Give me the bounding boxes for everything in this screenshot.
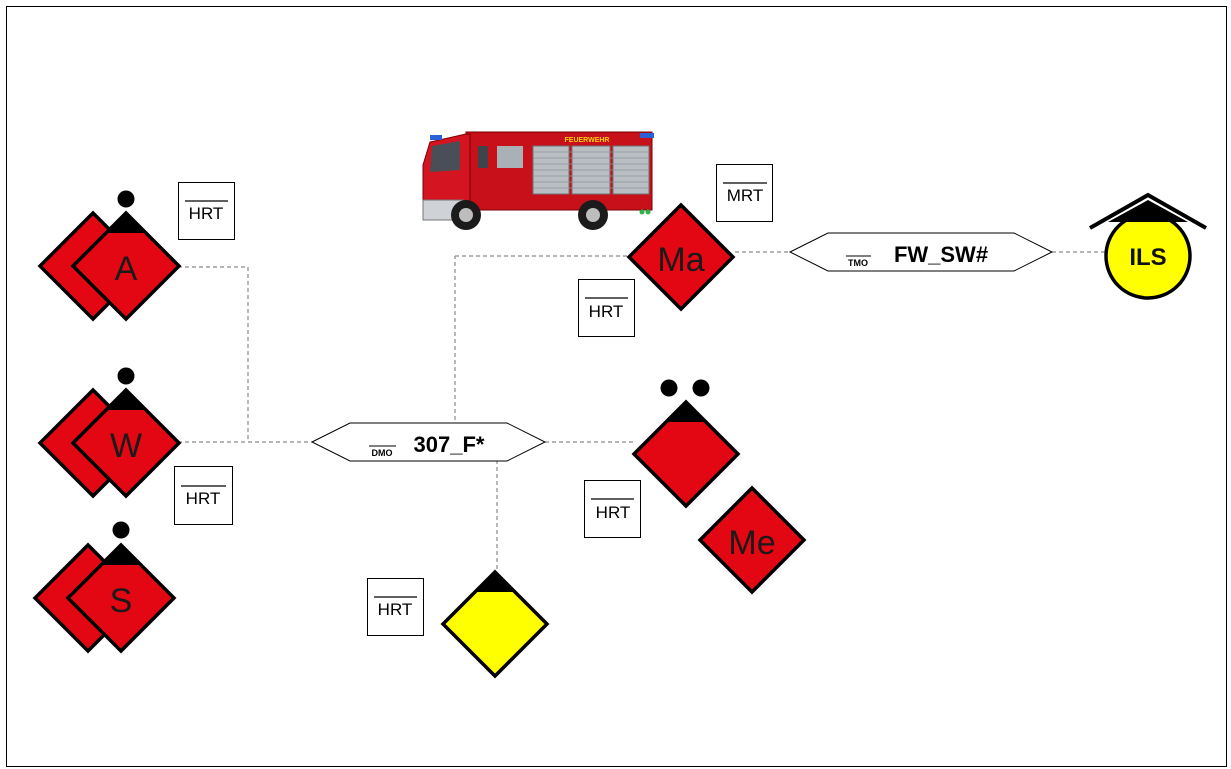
unit-a-symbol[interactable]: A — [37, 190, 182, 322]
diagram-frame — [6, 6, 1227, 767]
unit-s-symbol[interactable]: S — [32, 521, 177, 654]
truck-lettering: FEUERWEHR — [565, 137, 610, 144]
rank-dot — [112, 521, 130, 539]
group-name: FW_SW# — [894, 242, 988, 267]
unit-ma-symbol[interactable]: Ma — [626, 202, 736, 312]
unit-leader-symbol[interactable] — [631, 379, 741, 509]
group-name: 307_F* — [414, 432, 485, 457]
group-prefix: DMO — [372, 448, 393, 458]
radio-box-label: HRT — [378, 600, 413, 619]
unit-label: Me — [728, 524, 775, 562]
unit-label: W — [110, 427, 142, 465]
group-prefix: TMO — [848, 258, 868, 268]
yellow-unit-symbol[interactable] — [440, 569, 550, 679]
rank-dot — [692, 379, 710, 397]
radio-box-hrt-left-top: HRT — [178, 182, 235, 240]
ils-command-symbol[interactable]: ILS — [1089, 192, 1207, 300]
radio-box-hrt-right: HRT — [584, 480, 641, 538]
connector-lines — [178, 251, 1105, 572]
unit-label: S — [110, 582, 133, 620]
unit-label: A — [115, 250, 138, 288]
unit-me-symbol[interactable]: Me — [697, 485, 807, 595]
group-dmo-hexagon[interactable]: DMO 307_F* — [310, 422, 547, 462]
radio-box-hrt-truck: HRT — [578, 279, 635, 337]
rank-dot — [660, 379, 678, 397]
radio-box-label: HRT — [186, 489, 221, 508]
radio-box-label: HRT — [589, 302, 624, 321]
unit-w-symbol[interactable]: W — [37, 367, 182, 499]
radio-box-label: HRT — [596, 503, 631, 522]
unit-label: Ma — [657, 241, 704, 279]
rank-dot — [117, 190, 135, 208]
radio-box-label: HRT — [189, 204, 224, 223]
radio-box-label: MRT — [727, 186, 764, 205]
group-tmo-hexagon[interactable]: TMO FW_SW# — [788, 232, 1054, 272]
ils-label: ILS — [1129, 244, 1166, 271]
rank-dot — [117, 367, 135, 385]
radio-box-mrt: MRT — [716, 164, 773, 222]
fire-truck-image: FEUERWEHR — [422, 131, 654, 230]
radio-box-hrt-yellow: HRT — [367, 578, 424, 636]
radio-box-hrt-left-mid: HRT — [174, 466, 233, 525]
